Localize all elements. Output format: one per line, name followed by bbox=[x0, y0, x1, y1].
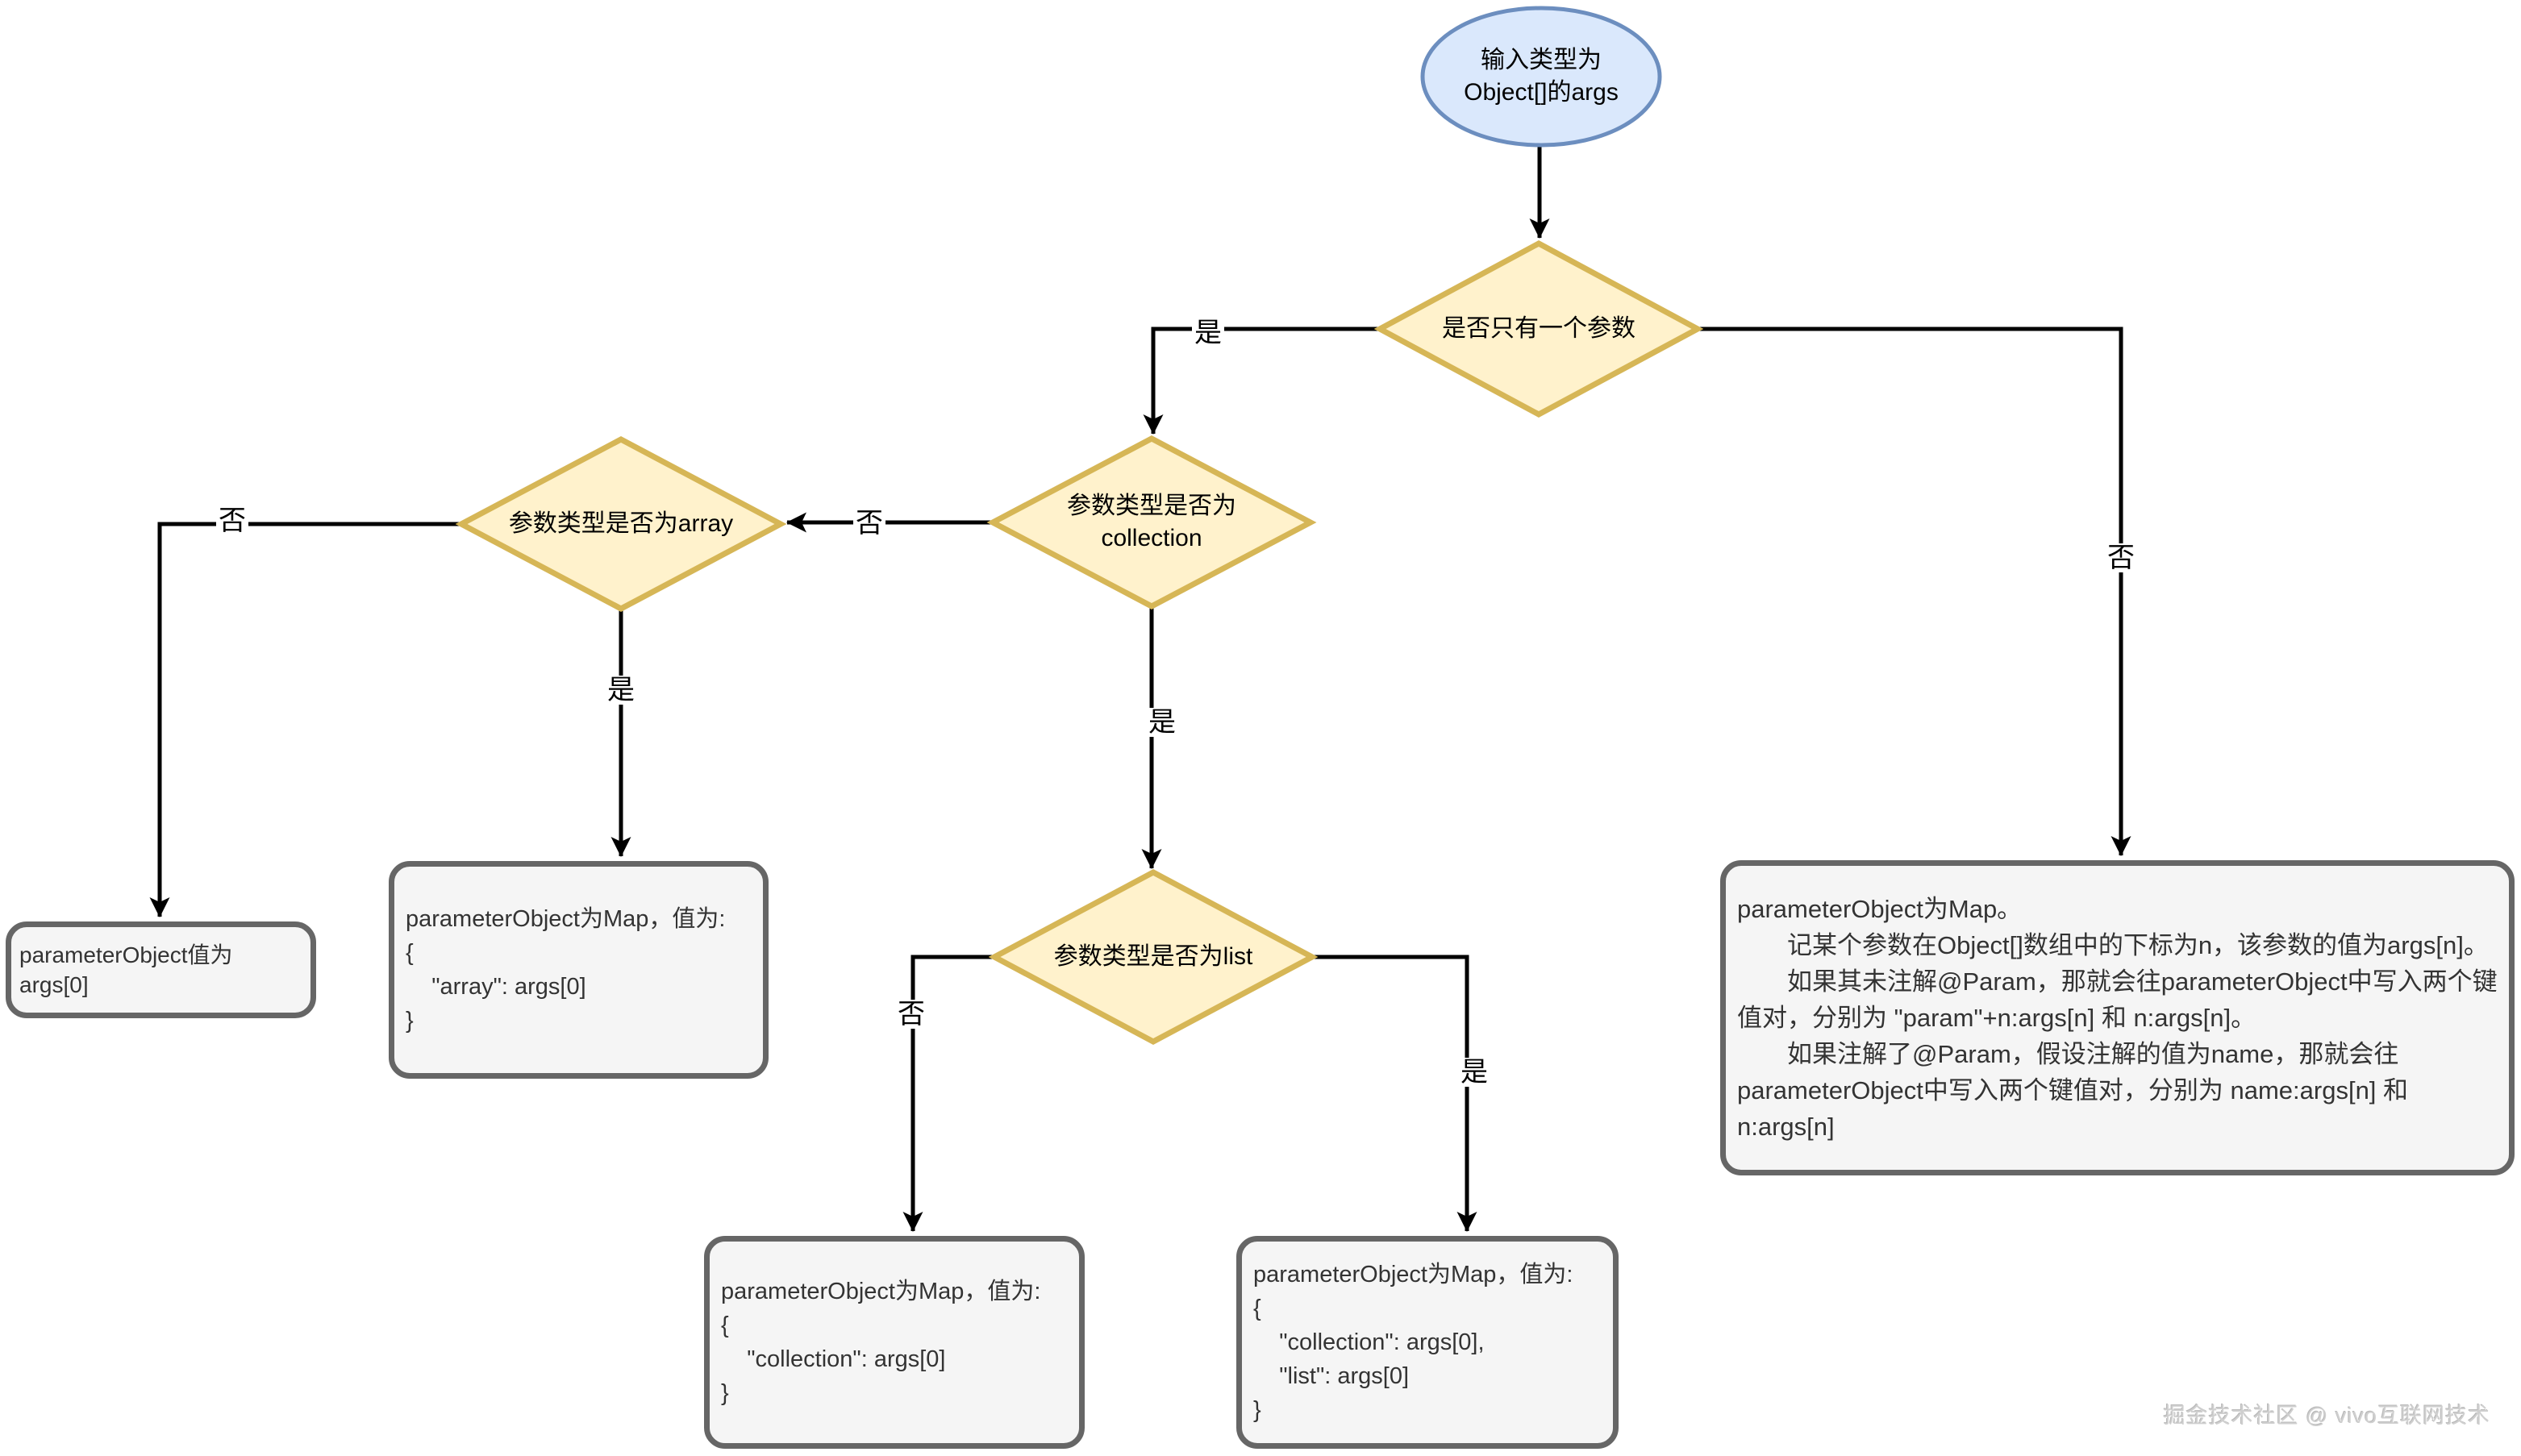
start-node-label: 输入类型为 Object[]的args bbox=[1464, 47, 1619, 106]
decision-array-shape bbox=[455, 436, 787, 612]
edge-list-no bbox=[902, 955, 994, 1232]
decision-collection-shape bbox=[986, 435, 1317, 609]
edge-label-single-param-no: 否 bbox=[2105, 543, 2137, 572]
edge-label-list-yes: 是 bbox=[1458, 1058, 1490, 1087]
result-box-collection-text: parameterObject为Map，值为: { "collection": … bbox=[721, 1279, 1041, 1406]
edge-label-list-no: 否 bbox=[895, 1000, 927, 1029]
result-box-array-text: parameterObject为Map，值为: { "array": args[… bbox=[406, 906, 726, 1034]
decision-list-shape bbox=[988, 869, 1319, 1045]
edge-single-param-yes bbox=[1143, 327, 1380, 435]
start-node-shape bbox=[1420, 6, 1662, 148]
edge-label-collection-no: 否 bbox=[853, 509, 885, 538]
edge-list-yes bbox=[1312, 955, 1477, 1232]
result-box-list-text: parameterObject为Map，值为: { "collection": … bbox=[1253, 1262, 1573, 1423]
result-box-map-text: parameterObject为Map。 记某个参数在Object[]数组中的下… bbox=[1737, 895, 2498, 1141]
edge-label-single-param-yes: 是 bbox=[1192, 318, 1224, 347]
decision-single-param-shape bbox=[1373, 240, 1704, 418]
edge-label-array-yes: 是 bbox=[605, 676, 637, 705]
result-box-array: parameterObject为Map，值为: { "array": args[… bbox=[389, 861, 769, 1079]
edge-label-array-no: 否 bbox=[216, 506, 248, 535]
edge-array-no bbox=[149, 522, 461, 917]
watermark-text: 掘金技术社区 @ vivo互联网技术 bbox=[2163, 1404, 2490, 1428]
result-box-list: parameterObject为Map，值为: { "collection": … bbox=[1236, 1236, 1619, 1449]
result-box-args0-text: parameterObject值为 args[0] bbox=[19, 942, 233, 997]
result-box-map: parameterObject为Map。 记某个参数在Object[]数组中的下… bbox=[1720, 860, 2515, 1175]
result-box-collection: parameterObject为Map，值为: { "collection": … bbox=[704, 1236, 1085, 1449]
result-box-args0: parameterObject值为 args[0] bbox=[6, 921, 316, 1018]
edge-label-collection-yes: 是 bbox=[1146, 708, 1178, 737]
edge-single-param-no bbox=[1698, 327, 2131, 856]
decision-list-label: 参数类型是否为list bbox=[1053, 943, 1253, 970]
decision-collection-label: 参数类型是否为 collection bbox=[1067, 493, 1236, 551]
decision-single-param-label: 是否只有一个参数 bbox=[1442, 315, 1636, 342]
decision-array-label: 参数类型是否为array bbox=[508, 510, 734, 537]
